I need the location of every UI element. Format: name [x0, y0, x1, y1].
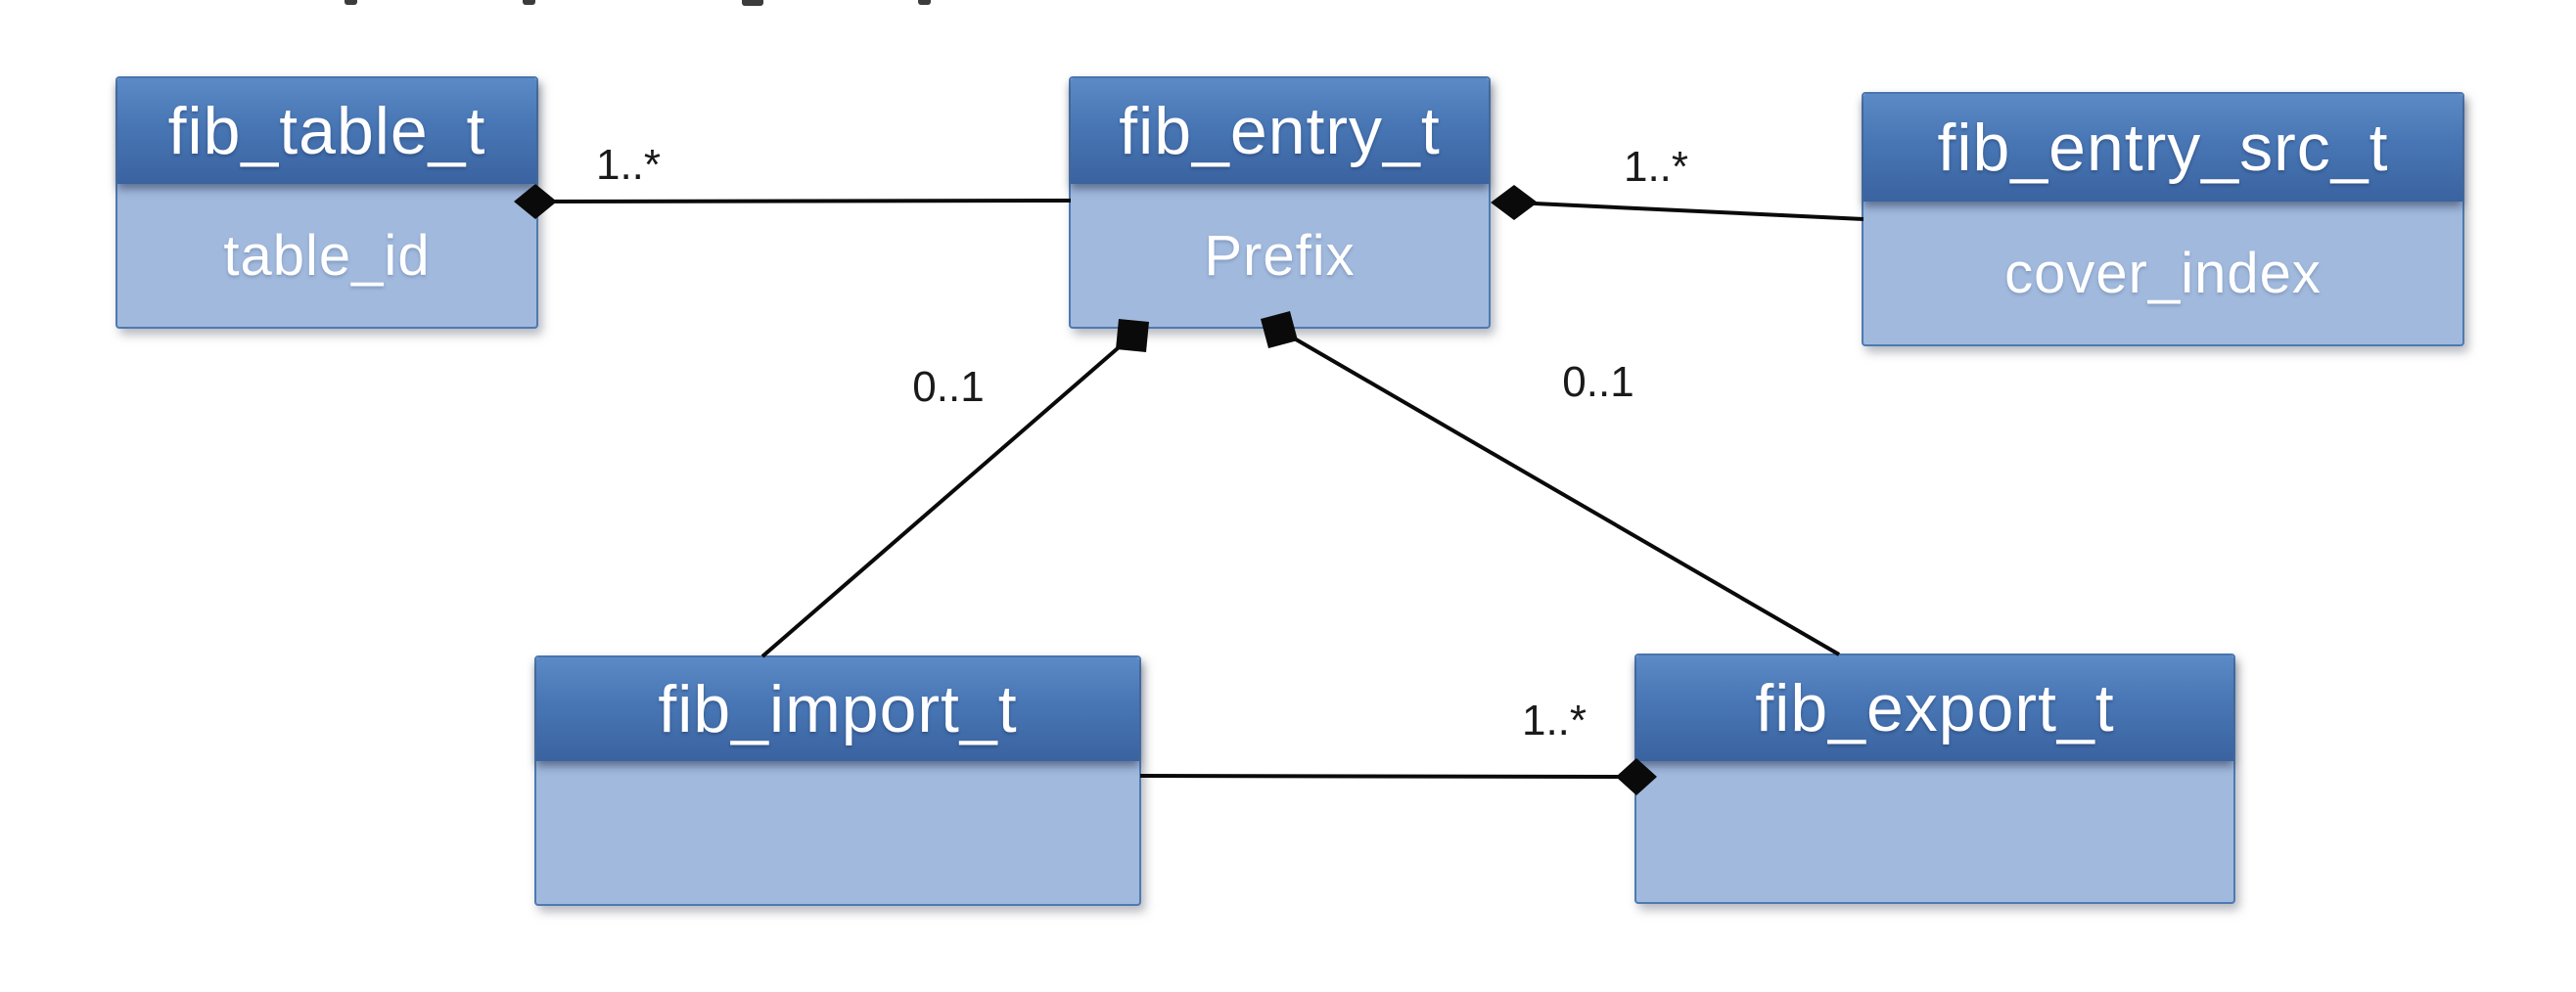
cropped-text-fragment [523, 0, 535, 5]
cropped-text-fragment [918, 0, 931, 5]
cropped-text-fragment [742, 0, 763, 6]
multiplicity-label: 1..* [596, 141, 661, 189]
composition-diamond-icon [1491, 185, 1538, 220]
class-box-fib-table-t: fib_table_t table_id [115, 76, 538, 329]
association-line [534, 199, 1072, 203]
class-box-fib-import-t: fib_import_t [534, 655, 1141, 906]
association-fib-import-fib-export: 1..* [1139, 697, 1657, 795]
class-title: fib_import_t [536, 657, 1139, 761]
class-title: fib_entry_src_t [1863, 94, 2462, 202]
association-line [1513, 201, 1864, 221]
multiplicity-label: 1..* [1522, 697, 1587, 744]
class-title: fib_table_t [117, 78, 536, 184]
association-line [760, 334, 1134, 658]
class-box-fib-export-t: fib_export_t [1634, 654, 2235, 904]
multiplicity-label: 1..* [1624, 143, 1688, 191]
class-attribute: cover_index [2004, 241, 2322, 305]
class-attribute [536, 761, 1139, 904]
class-attribute: table_id [223, 223, 431, 288]
association-line [1277, 328, 1841, 656]
association-line [1139, 774, 1637, 779]
class-title: fib_entry_t [1071, 78, 1489, 184]
association-fib-entry-fib-import: 0..1 [760, 319, 1149, 658]
class-attribute [1636, 761, 2233, 902]
multiplicity-label: 0..1 [1562, 358, 1633, 406]
class-box-fib-entry-src-t: fib_entry_src_t cover_index [1862, 92, 2464, 346]
association-fib-table-fib-entry: 1..* [514, 141, 1072, 219]
class-attribute: Prefix [1204, 223, 1356, 288]
association-fib-entry-fib-entry-src: 1..* [1491, 143, 1864, 221]
association-fib-entry-fib-export: 0..1 [1261, 311, 1841, 656]
multiplicity-label: 0..1 [912, 363, 984, 411]
cropped-text-fragment [345, 0, 357, 5]
class-box-fib-entry-t: fib_entry_t Prefix [1069, 76, 1491, 329]
class-title: fib_export_t [1636, 655, 2233, 761]
